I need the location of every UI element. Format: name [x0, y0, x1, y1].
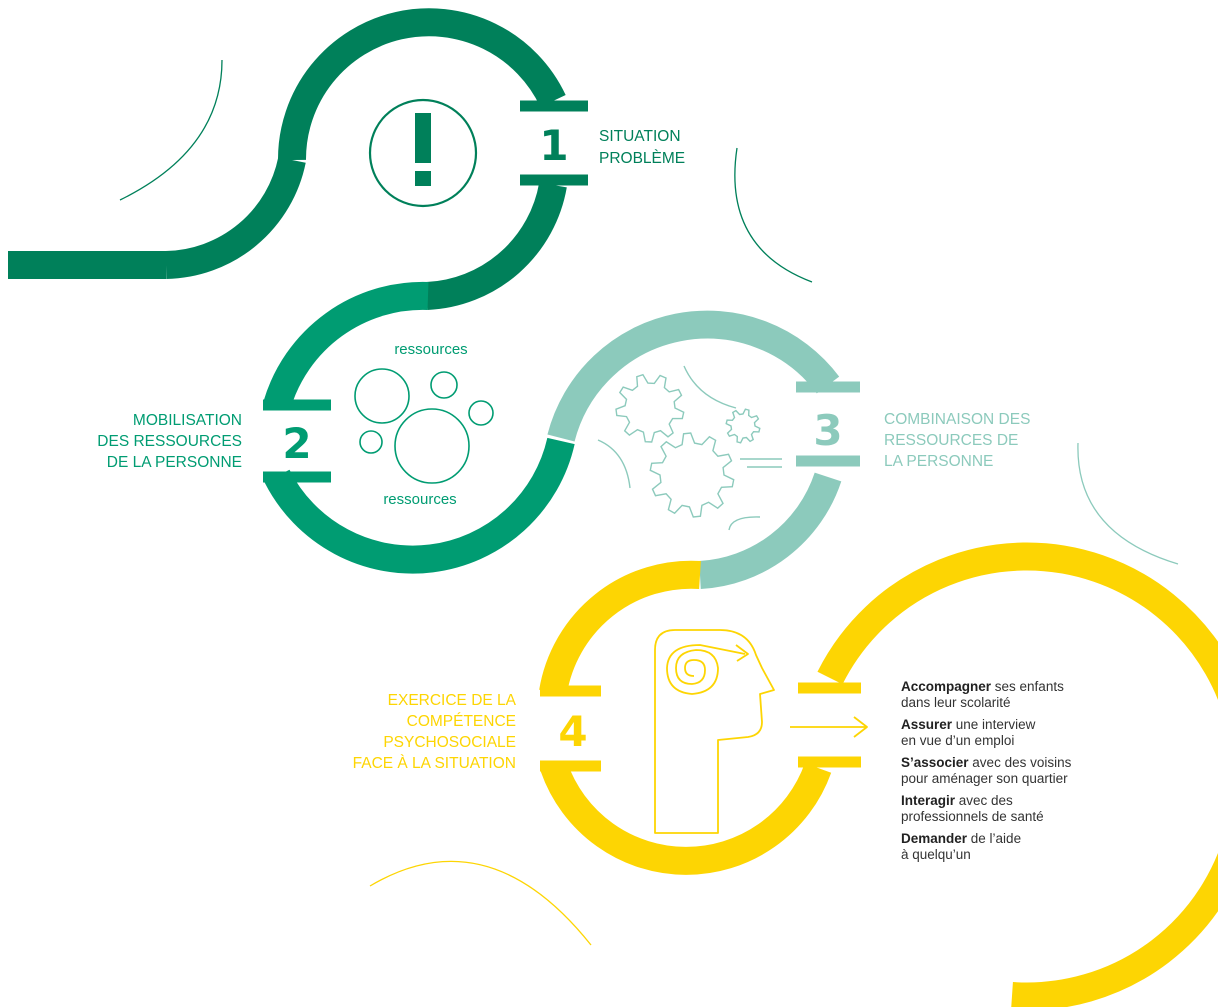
action-line-2: dans leur scolarité [901, 695, 1011, 710]
step-4-label-line-3: PSYCHOSOCIALE [383, 734, 516, 751]
step-1-label: SITUATION PROBLÈME [599, 128, 685, 167]
step-2-label-line-3: DE LA PERSONNE [107, 454, 242, 471]
resources-word-top: ressources [394, 341, 467, 358]
action-rest: ses enfants [991, 679, 1064, 694]
gear-large [649, 432, 735, 518]
path-circle-2-top [263, 281, 429, 410]
step-4-label-line-1: EXERCICE DE LA [388, 692, 517, 709]
action-rest: avec des [955, 793, 1013, 808]
path-circle-4-bottom [540, 762, 832, 875]
step-4-label: EXERCICE DE LA COMPÉTENCE PSYCHOSOCIALE … [353, 692, 517, 772]
path-circle-3-bottom [698, 472, 842, 589]
action-arrow-head [853, 716, 868, 738]
action-example: Assurer une interview en vue d’un emploi [901, 717, 1161, 749]
step-4-label-line-2: COMPÉTENCE [407, 713, 516, 730]
action-example: Demander de l’aide à quelqu’un [901, 831, 1161, 863]
step-3-number: 3 [813, 406, 842, 455]
step-3-label-line-1: COMBINAISON DES [884, 411, 1030, 428]
step-gates [263, 100, 861, 772]
gear-swoosh-left [597, 439, 631, 489]
spiral [666, 644, 746, 695]
deco-arc-bottom [369, 860, 592, 946]
step-1-label-line-1: SITUATION [599, 128, 681, 145]
step-2-number: 2 [282, 419, 311, 468]
action-example: Interagir avec des professionnels de san… [901, 793, 1161, 825]
action-rest: avec des voisins [968, 755, 1072, 770]
step-3-label-line-3: LA PERSONNE [884, 453, 993, 470]
head-profile [654, 629, 775, 834]
action-examples-list: Accompagner ses enfants dans leur scolar… [901, 679, 1161, 869]
step-4-number: 4 [558, 707, 587, 756]
step-1-number: 1 [539, 121, 568, 170]
action-line-2: pour aménager son quartier [901, 771, 1068, 786]
decorative-arcs [119, 59, 1179, 946]
step-1-label-line-2: PROBLÈME [599, 150, 685, 167]
path-entry-curve [165, 156, 306, 279]
action-rest: une interview [952, 717, 1036, 732]
resources-word-bottom: ressources [383, 491, 456, 508]
gear-small [725, 408, 761, 444]
action-verb: S’associer [901, 755, 969, 770]
step-2-label: MOBILISATION DES RESSOURCES DE LA PERSON… [97, 412, 242, 471]
action-example: S’associer avec des voisins pour aménage… [901, 755, 1161, 787]
action-line-2: à quelqu’un [901, 847, 971, 862]
action-line-2: professionnels de santé [901, 809, 1044, 824]
step-3-label: COMBINAISON DES RESSOURCES DE LA PERSONN… [884, 411, 1030, 470]
action-rest: de l’aide [967, 831, 1022, 846]
action-verb: Interagir [901, 793, 956, 808]
action-example: Accompagner ses enfants dans leur scolar… [901, 679, 1161, 711]
action-verb: Assurer [901, 717, 953, 732]
path-circle-1-bottom [426, 182, 567, 310]
gear-swoosh-bottom [728, 516, 761, 531]
resource-circles-icon [354, 368, 494, 484]
action-line-2: en vue d’un emploi [901, 733, 1015, 748]
exclamation-icon [368, 98, 478, 208]
deco-arc-top-right [734, 147, 813, 283]
step-2-label-line-2: DES RESSOURCES [97, 433, 242, 450]
head-spiral-icon [654, 629, 868, 834]
path-circle-2-bottom [264, 437, 575, 574]
gear-medium [615, 373, 685, 443]
step-2-label-line-1: MOBILISATION [133, 412, 242, 429]
deco-arc-top-left [119, 59, 223, 201]
deco-arc-right [1077, 442, 1179, 565]
path-circle-3-top [547, 310, 840, 442]
step-4-label-line-4: FACE À LA SITUATION [353, 755, 516, 772]
step-numbers: 1 2 3 4 [282, 121, 842, 756]
spiral-arrow-head [735, 644, 749, 662]
path-circle-1-top [277, 8, 566, 161]
process-path [8, 8, 1218, 1007]
step-3-label-line-2: RESSOURCES DE [884, 432, 1018, 449]
gear-swoosh-top [683, 365, 737, 409]
action-verb: Demander [901, 831, 968, 846]
gears-icon [597, 365, 782, 531]
action-verb: Accompagner [901, 679, 992, 694]
path-circle-4-top [539, 560, 701, 695]
